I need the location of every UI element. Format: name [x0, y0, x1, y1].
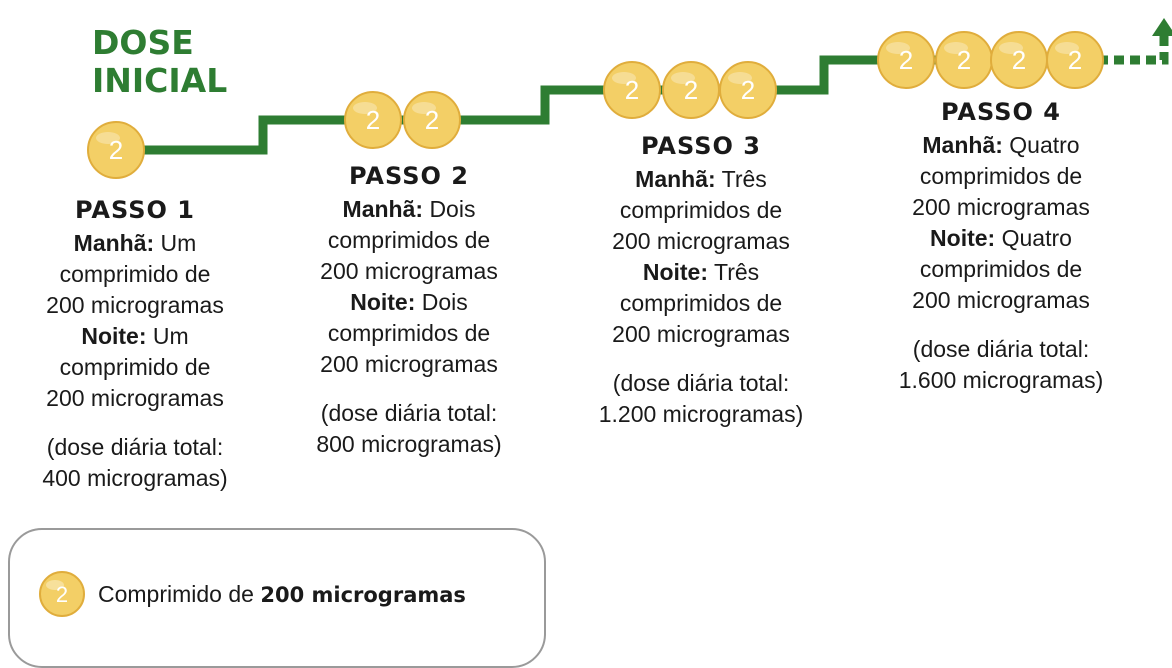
step-1: PASSO 1 Manhã: Um comprimido de 200 micr… — [5, 192, 265, 494]
night-label: Noite: — [350, 289, 416, 315]
title-line-2: INICIAL — [92, 61, 228, 100]
step-heading: PASSO 1 — [75, 196, 195, 224]
morning-text: Três — [721, 166, 767, 192]
legend-box: 2 Comprimido de 200 microgramas — [8, 528, 546, 668]
daily-total: 400 microgramas) — [42, 465, 228, 491]
daily-total: 1.200 microgramas) — [598, 401, 804, 427]
pill-icon: 2 — [719, 61, 777, 119]
morning-text: comprimido de — [59, 261, 211, 287]
pill-icon: 2 — [990, 31, 1048, 89]
step-4: PASSO 4 Manhã: Quatro comprimidos de 200… — [855, 94, 1147, 396]
pill-number: 2 — [899, 45, 913, 75]
daily-total: (dose diária total: — [612, 370, 790, 396]
pill-number: 2 — [741, 75, 755, 105]
daily-total: (dose diária total: — [320, 400, 498, 426]
arrow-up-icon — [1152, 18, 1172, 36]
pill-icon: 2 — [662, 61, 720, 119]
pill-number: 2 — [109, 135, 123, 165]
title-line-1: DOSE — [92, 23, 194, 62]
daily-total: (dose diária total: — [912, 336, 1090, 362]
pill-layer: 2 2 2 2 2 2 2 2 2 2 — [87, 31, 1104, 179]
morning-text: Quatro — [1009, 132, 1080, 158]
morning-text: Um — [160, 230, 197, 256]
step-2: PASSO 2 Manhã: Dois comprimidos de 200 m… — [278, 158, 540, 460]
night-text: comprimidos de — [619, 290, 783, 316]
night-label: Noite: — [81, 323, 147, 349]
pill-number: 2 — [684, 75, 698, 105]
legend-pill-icon: 2 — [39, 571, 85, 617]
staircase-dashed-continuation — [1098, 36, 1169, 65]
morning-label: Manhã: — [342, 196, 424, 222]
morning-text: 200 microgramas — [320, 258, 498, 284]
night-text: Dois — [421, 289, 468, 315]
night-label: Noite: — [930, 225, 996, 251]
night-text: Quatro — [1001, 225, 1072, 251]
pill-icon: 2 — [344, 91, 402, 149]
dose-staircase: 2 2 2 2 2 2 2 2 2 2 — [87, 18, 1172, 179]
page-title: DOSE INICIAL — [92, 24, 227, 100]
step-heading: PASSO 4 — [941, 98, 1061, 126]
night-label: Noite: — [642, 259, 709, 285]
legend-label: Comprimido de 200 microgramas — [98, 579, 466, 610]
morning-label: Manhã: — [922, 132, 1003, 158]
pill-icon: 2 — [877, 31, 935, 89]
night-text: Um — [152, 323, 189, 349]
morning-text: 200 microgramas — [912, 194, 1090, 220]
pill-number: 2 — [1068, 45, 1082, 75]
staircase-line — [120, 55, 1098, 155]
night-text: comprimido de — [59, 354, 211, 380]
legend-text: Comprimido de — [98, 581, 254, 607]
daily-total: 800 microgramas) — [316, 431, 502, 457]
pill-number: 2 — [366, 105, 380, 135]
pill-number: 2 — [957, 45, 971, 75]
daily-total: 1.600 microgramas) — [898, 367, 1104, 393]
pill-number: 2 — [425, 105, 439, 135]
morning-text: comprimidos de — [919, 163, 1083, 189]
morning-label: Manhã: — [73, 230, 155, 256]
pill-icon: 2 — [87, 121, 145, 179]
night-text: 200 microgramas — [912, 287, 1090, 313]
morning-label: Manhã: — [635, 166, 716, 192]
daily-total: (dose diária total: — [46, 434, 224, 460]
legend-text-bold: 200 microgramas — [260, 583, 466, 607]
morning-text: 200 microgramas — [46, 292, 224, 318]
night-text: 200 microgramas — [46, 385, 224, 411]
pill-number: 2 — [1012, 45, 1026, 75]
night-text: comprimidos de — [919, 256, 1083, 282]
night-text: Três — [714, 259, 760, 285]
pill-number: 2 — [625, 75, 639, 105]
morning-text: comprimidos de — [327, 227, 491, 253]
morning-text: comprimidos de — [619, 197, 783, 223]
morning-text: 200 microgramas — [612, 228, 790, 254]
night-text: 200 microgramas — [320, 351, 498, 377]
night-text: 200 microgramas — [612, 321, 790, 347]
step-3: PASSO 3 Manhã: Três comprimidos de 200 m… — [567, 128, 835, 430]
pill-icon: 2 — [403, 91, 461, 149]
night-text: comprimidos de — [327, 320, 491, 346]
step-heading: PASSO 2 — [349, 162, 469, 190]
morning-text: Dois — [429, 196, 476, 222]
pill-icon: 2 — [603, 61, 661, 119]
pill-number: 2 — [56, 582, 68, 607]
pill-icon: 2 — [935, 31, 993, 89]
pill-icon: 2 — [1046, 31, 1104, 89]
step-heading: PASSO 3 — [641, 132, 761, 160]
